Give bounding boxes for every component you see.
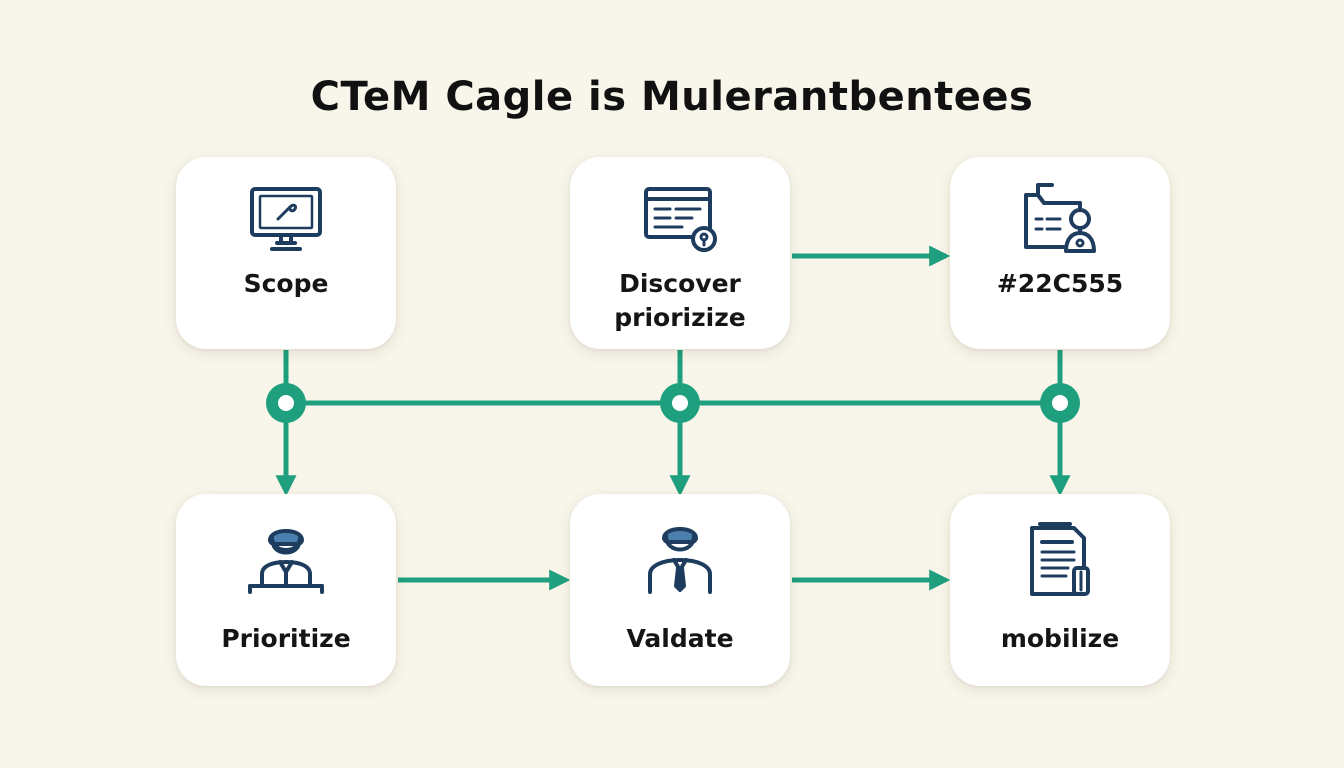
- node-label: Scope: [243, 269, 329, 298]
- folder-user-icon: [1024, 183, 1096, 253]
- node-discover: Discover priorizize: [570, 157, 790, 349]
- person-at-desk-icon: [248, 529, 324, 594]
- node-mobilize: mobilize: [950, 494, 1170, 686]
- person-tie-icon: [648, 527, 712, 594]
- node-label: Valdate: [626, 624, 734, 653]
- node-label: Discover: [619, 269, 741, 298]
- node-label: priorizize: [614, 303, 746, 332]
- document-lock-icon: [644, 187, 717, 252]
- page-title: CTeM Cagle is Mulerantbentees: [310, 74, 1034, 120]
- node-scope: Scope: [176, 157, 396, 349]
- node-third: #22C555: [950, 157, 1170, 349]
- document-list-icon: [1030, 522, 1090, 596]
- node-label: Prioritize: [221, 624, 351, 653]
- monitor-icon: [250, 187, 322, 251]
- node-validate: Valdate: [570, 494, 790, 686]
- node-label: mobilize: [1000, 624, 1120, 653]
- node-prioritize: Prioritize: [176, 494, 396, 686]
- node-label: #22C555: [996, 269, 1124, 298]
